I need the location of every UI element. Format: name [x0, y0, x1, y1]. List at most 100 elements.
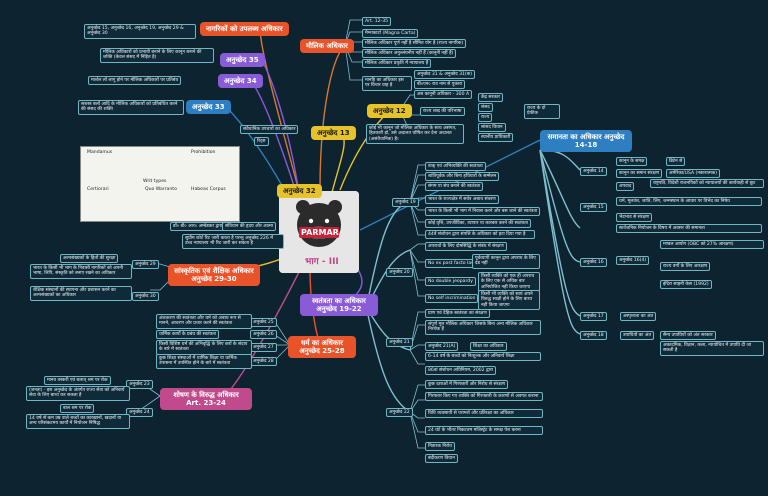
node-cultural-rights[interactable]: सांस्कृतिक एवं शैक्षिक अधिकार अनुच्छेद 2…	[168, 264, 260, 286]
node-exploitation-rights[interactable]: शोषण के विरुद्ध अधिकार Art. 23-24	[160, 388, 252, 410]
bear-logo-icon	[279, 191, 359, 273]
fr-item-3: मौलिक अधिकार पूर्ण नहीं है सीमित योग है …	[362, 39, 467, 49]
art20-label: अनुच्छेद 20	[386, 268, 413, 278]
art15-item-1: धर्म, मूलवंश, जाति, लिंग, जन्मस्थान के आ…	[616, 197, 762, 207]
art19-item-5: भारत के किसी भी भाग में निवास करने और बस…	[425, 207, 541, 217]
node-art33[interactable]: अनुच्छेद 33	[186, 100, 231, 114]
art19-item-6: कोई वृत्ति, उपजीविका, व्यापार या कारबार …	[425, 219, 531, 229]
art19-label: अनुच्छेद 19	[392, 198, 419, 208]
art14-item-1: कानून के समक्ष	[616, 157, 648, 167]
art22-item-2: गिरफ्तार किए गए व्यक्ति को गिरफ्तारी के …	[425, 392, 543, 402]
fr-sub-3: अब कानूनी अधिकार - 300 A	[414, 90, 473, 100]
art21a-item-2: 6-14 वर्ष के बच्चों को निःशुल्क और अनिवा…	[425, 352, 541, 362]
art16-item-1: सार्वजनिक नियोजन के विषय में अवसर की समा…	[616, 224, 762, 234]
node-freedom-rights[interactable]: स्वतंत्रता का अधिकार अनुच्छेद 19-22	[300, 294, 378, 316]
art12-definition: राज्य शब्द की परिभाषा	[420, 107, 465, 117]
art32-item-5: सुप्रीम कोर्ट रिट जारी करता है परन्तु अन…	[182, 234, 284, 249]
art14-item-2: कानून का समान संरक्षण	[616, 169, 663, 179]
writs-table-title: Writ types	[143, 179, 167, 184]
node-art35[interactable]: अनुच्छेद 35	[220, 53, 265, 67]
art20-item-2: No ex post facto law	[425, 259, 478, 269]
religion-item-4: कुछ शिक्षा संस्थाओं में धार्मिक शिक्षा य…	[156, 354, 252, 369]
art22-label: अनुच्छेद 22	[386, 408, 413, 418]
art12-item-2: संसद	[478, 103, 493, 113]
art22-item-4: 24 घंटे के भीतर निकटतम मजिस्ट्रेट के समक…	[425, 426, 543, 436]
art22-item-6: बंदीकरण विधान	[425, 454, 458, 464]
center-logo-card: PARMAR भाग - III	[279, 191, 359, 273]
art21-item-2: संपूर्ण मूल मौलिक अधिकार जिसके बिना अन्य…	[425, 320, 541, 335]
art12-item-5: स्थानीय प्राधिकारी	[478, 133, 514, 143]
exploit-art24: अनुच्छेद 24	[126, 408, 153, 418]
fr-sub-1: अनुच्छेद 31 & अनुच्छेद 31(क)	[414, 70, 476, 80]
writ-2: Prohibition	[191, 150, 216, 155]
art14-item-1b: ब्रिटेन से	[666, 157, 686, 167]
cultural-item-1: अल्पसंख्यकों के हितों की सुरक्षा	[60, 254, 119, 264]
node-art13[interactable]: अनुच्छेद 13	[311, 126, 356, 140]
art12-item-3: राज्य	[478, 113, 493, 123]
fr-item-4: मौलिक अधिकार अनुल्लंघनीय नहीं हैं (कानून…	[362, 49, 457, 59]
religion-art25: अनुच्छेद 25	[250, 318, 277, 328]
art15-item-2: भेदभाव से संरक्षण	[616, 213, 653, 223]
node-art12[interactable]: अनुच्छेद 12	[367, 104, 412, 118]
node-religion-rights[interactable]: धर्म का अधिकार अनुच्छेद 25-28	[288, 336, 356, 358]
node-citizens-rights[interactable]: नागरिकों को उपलब्ध अधिकार	[200, 22, 289, 36]
art18-label: अनुच्छेद 18	[580, 331, 607, 341]
art20-desc-1: पूर्वव्यापी कानून द्वारा अपराध के लिए दं…	[472, 254, 540, 269]
art18-item-3: अकादमिक, विज्ञान, कला, न्यायोचित में उपा…	[660, 341, 764, 356]
art12-item-4: सांसद विधान	[478, 123, 506, 133]
art16-item-2: मण्डल आयोग (OBC को 27% आरक्षण)	[660, 240, 764, 250]
cultural-art29: अनुच्छेद 29	[132, 260, 159, 270]
cultural-item-2: भारत के किसी भी भाग के निवासी नागरिकों क…	[30, 264, 132, 279]
art20-item-1: अपराधों के लिए दोषसिद्धि के संबंध में सं…	[425, 242, 507, 252]
node-art34[interactable]: अनुच्छेद 34	[218, 74, 263, 88]
art21a-label: अनुच्छेद 21(A)	[425, 342, 459, 352]
art14-item-2b: अमेरिका/USA (नकारात्मक)	[666, 169, 721, 179]
art33-text: सशस्त्र बलों आदि के मौलिक अधिकारों को प्…	[78, 100, 184, 115]
art17-label: अनुच्छेद 17	[580, 312, 607, 322]
art20-desc-3: किसी भी व्यक्ति को स्वयं अपने विरुद्ध सा…	[478, 290, 540, 311]
fr-item-5: मौलिक अधिकार प्रकृति में न्यायालय हैं	[362, 59, 432, 69]
religion-item-2: धार्मिक कार्यों के प्रबंध की स्वतंत्रता	[156, 330, 219, 340]
art32-item-3: डॉ० बी० आर० अम्बेडकर द्वारा	[170, 222, 226, 232]
node-equality-rights[interactable]: समानता का अधिकार अनुच्छेद 14-18	[540, 130, 632, 152]
art20-item-3: No double jeopardy	[425, 277, 476, 287]
art18-item-2: सैन्य उपाधियों को अंत सरकार	[660, 331, 716, 341]
art32-item-1: संवैधानिक उपचारों का अधिकार	[240, 125, 299, 135]
writ-4: Quo Warranto	[145, 187, 177, 192]
art15-label: अनुच्छेद 15	[580, 203, 607, 213]
art13-text: कोई भी कानून जो मौलिक अधिकार के साथ असंग…	[366, 124, 464, 145]
art22-item-5: निवारक निरोध	[425, 442, 455, 452]
art32-writs: रिट्स	[254, 137, 269, 147]
art35-text: मौलिक अधिकारों को प्रभावी बनाने के लिए क…	[100, 48, 214, 63]
writ-1: Mandamus	[87, 150, 113, 155]
writ-5: Habeas Corpus	[191, 187, 226, 192]
art34-text: मार्शल लॉ लागू होने पर मौलिक अधिकारों पर…	[88, 76, 182, 86]
art32-item-4: संविधान की हृदय और आत्मा	[222, 222, 277, 232]
art12-item-1: केंद्र सरकार	[478, 93, 504, 103]
art19-item-4: भारत के राज्यक्षेत्र में सर्वत्र अबाध सं…	[425, 195, 499, 205]
art12-note: राज्य के दो प्रेफीक	[524, 104, 560, 119]
religion-item-3: किसी विशिष्ट धर्म की अभिवृद्धि के लिए कर…	[156, 340, 252, 355]
art16-item-4: इंदिरा साहनी केस (1992)	[660, 280, 712, 290]
art16-4-label: अनुच्छेद 16(4)	[616, 256, 650, 266]
art14-exception: अपवाद	[616, 182, 635, 192]
art20-desc-2: किसी व्यक्ति को एक ही अपराध के लिए एक से…	[478, 272, 540, 293]
art19-item-7: 44वें संशोधन द्वारा संपत्ति के अधिकार को…	[425, 230, 535, 240]
cultural-item-3: शैक्षिक संस्थानों की स्थापना और प्रशासन …	[30, 286, 132, 301]
fr-item-2: मैग्नाकार्टा (Magna Carta)	[362, 29, 419, 39]
fr-item-1: Art. 12-35	[362, 17, 392, 27]
art19-item-1: वाक् एवं अभिव्यक्ति की स्वतंत्रता	[425, 162, 486, 172]
node-art32[interactable]: अनुच्छेद 32	[277, 184, 322, 198]
writs-table-image: Writ types Mandamus Prohibition Certiora…	[80, 146, 240, 222]
art22-item-3: विधि व्यवसायी से परामर्श और प्रतिरक्षा क…	[425, 409, 543, 419]
religion-art28: अनुच्छेद 28	[250, 357, 277, 367]
art21a-item-1: शिक्षा का अधिकार	[470, 342, 507, 352]
exploit-art23: अनुच्छेद 23	[126, 380, 153, 390]
religion-item-1: अंतःकरण की स्वतंत्रता और धर्म को अबाध रू…	[156, 314, 252, 329]
art19-item-3: संगम या संघ बनाने की स्वतंत्रता	[425, 182, 484, 192]
art17-item-1: अस्पृश्यता का अंत	[620, 312, 657, 322]
node-fundamental-rights[interactable]: मौलिक अधिकार	[300, 39, 354, 53]
brand-name: PARMAR	[301, 228, 339, 237]
exploit-item-3: बाल श्रम पर रोक	[60, 404, 95, 414]
cultural-art30: अनुच्छेद 30	[132, 292, 159, 302]
